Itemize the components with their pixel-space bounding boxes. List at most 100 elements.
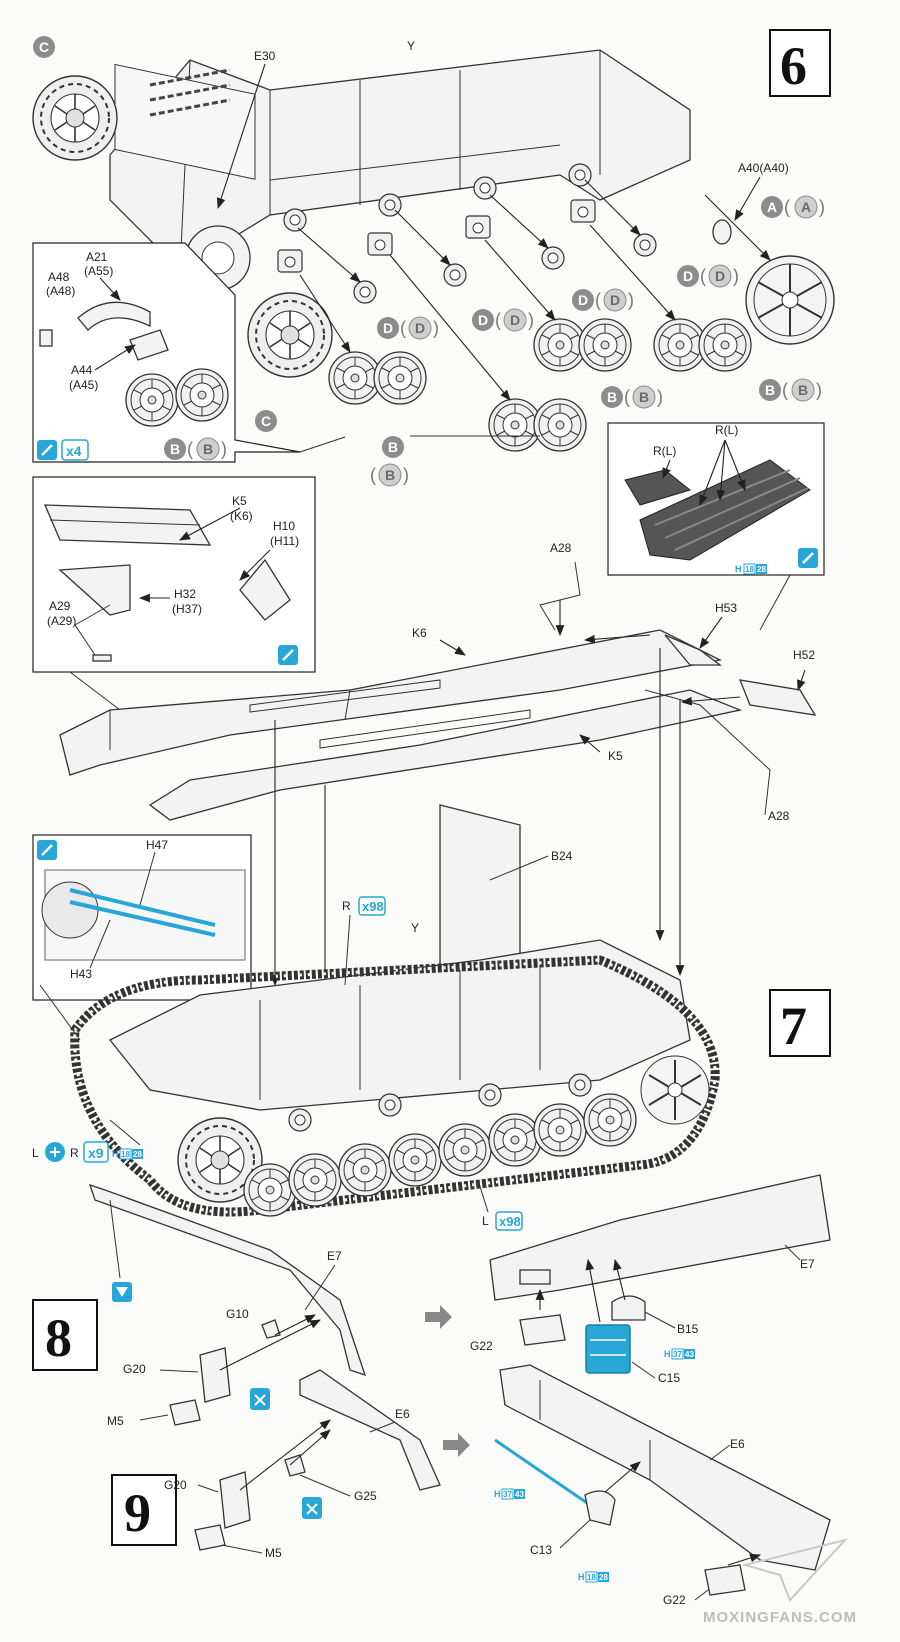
step-6-section: 6 E30 Y C C xyxy=(32,29,835,631)
result-arrow-icon xyxy=(443,1433,470,1457)
svg-text:37: 37 xyxy=(673,1350,682,1359)
svg-text:H47: H47 xyxy=(146,838,168,852)
svg-text:H: H xyxy=(578,1572,585,1582)
svg-text:B24: B24 xyxy=(551,849,573,863)
svg-text:37: 37 xyxy=(503,1490,512,1499)
step-number-box xyxy=(32,1299,98,1371)
svg-text:B: B xyxy=(170,441,180,457)
svg-text:(H11): (H11) xyxy=(270,534,299,548)
svg-text:): ) xyxy=(657,387,663,407)
svg-text:A44: A44 xyxy=(71,363,93,377)
svg-text:): ) xyxy=(433,318,439,338)
svg-text:G20: G20 xyxy=(164,1478,187,1492)
svg-text:M5: M5 xyxy=(107,1414,124,1428)
svg-text:): ) xyxy=(733,266,739,286)
result-arrow-icon xyxy=(425,1305,452,1329)
svg-text:B: B xyxy=(203,441,213,457)
svg-text:(: ( xyxy=(187,439,193,459)
svg-text:43: 43 xyxy=(515,1490,524,1499)
svg-text:H53: H53 xyxy=(715,601,737,615)
svg-text:D: D xyxy=(715,268,725,284)
svg-text:R(L): R(L) xyxy=(715,423,738,437)
svg-text:x98: x98 xyxy=(362,899,384,914)
svg-text:): ) xyxy=(403,465,409,485)
svg-text:C15: C15 xyxy=(658,1371,680,1385)
svg-text:B: B xyxy=(798,382,808,398)
svg-text:C13: C13 xyxy=(530,1543,552,1557)
step-number-9: 9 xyxy=(124,1483,151,1543)
svg-text:x98: x98 xyxy=(499,1214,521,1229)
svg-text:18: 18 xyxy=(745,565,754,574)
svg-text:B: B xyxy=(388,439,398,455)
svg-text:C: C xyxy=(39,39,49,55)
svg-text:B15: B15 xyxy=(677,1322,699,1336)
fender-detail-panel: K5 (K6) H10 (H11) H32 (H37) A29 (A29) xyxy=(32,476,316,673)
svg-text:(A55): (A55) xyxy=(84,264,113,278)
svg-text:C: C xyxy=(261,413,271,429)
tow-bar-detail-panel: H47 H43 xyxy=(32,834,252,1001)
watermark: MOXINGFANS.COM xyxy=(703,1538,857,1626)
badge-c-bottom xyxy=(255,410,277,432)
svg-text:E6: E6 xyxy=(730,1437,745,1451)
svg-text:E7: E7 xyxy=(327,1249,342,1263)
hull-lower xyxy=(109,49,691,271)
svg-text:D: D xyxy=(610,292,620,308)
svg-text:): ) xyxy=(628,290,634,310)
svg-text:L: L xyxy=(32,1146,39,1160)
svg-text:D: D xyxy=(578,292,588,308)
svg-text:H10: H10 xyxy=(273,519,295,533)
svg-text:): ) xyxy=(221,439,227,459)
svg-text:R(L): R(L) xyxy=(653,444,676,458)
svg-text:E6: E6 xyxy=(395,1407,410,1421)
svg-text:B: B xyxy=(385,467,395,483)
step-9-section: 9 E6 G20 G25 M5 E6 C13 H 37 43 H 18 xyxy=(111,1364,831,1607)
svg-text:H: H xyxy=(664,1349,671,1359)
fender-e6-right xyxy=(499,1364,831,1571)
svg-text:): ) xyxy=(819,197,825,217)
svg-text:A: A xyxy=(767,199,777,215)
svg-text:B: B xyxy=(639,389,649,405)
svg-text:M5: M5 xyxy=(265,1546,282,1560)
svg-text:B: B xyxy=(765,382,775,398)
svg-text:A29: A29 xyxy=(49,599,71,613)
b-badges: B ( B ) B ( B ) B ( B ) xyxy=(370,378,822,487)
label-y: Y xyxy=(407,39,415,53)
step-number-box xyxy=(769,29,831,97)
label-a40: A40(A40) xyxy=(738,161,789,175)
svg-text:L: L xyxy=(482,1214,489,1228)
badge-c-top xyxy=(33,36,55,58)
svg-text:Y: Y xyxy=(411,921,419,935)
svg-text:H43: H43 xyxy=(70,967,92,981)
svg-text:(: ( xyxy=(782,380,788,400)
svg-text:B: B xyxy=(607,389,617,405)
svg-text:A28: A28 xyxy=(550,541,572,555)
svg-text:D: D xyxy=(415,320,425,336)
svg-text:D: D xyxy=(478,312,488,328)
step-number-box xyxy=(769,989,831,1057)
svg-text:G10: G10 xyxy=(226,1307,249,1321)
step-number-6: 6 xyxy=(780,36,807,96)
hull-with-tracks xyxy=(70,939,720,1217)
step-number-7: 7 xyxy=(780,996,807,1056)
svg-text:28: 28 xyxy=(599,1573,608,1582)
svg-text:G22: G22 xyxy=(470,1339,493,1353)
svg-text:MOXINGFANS.COM: MOXINGFANS.COM xyxy=(703,1609,857,1626)
svg-text:H52: H52 xyxy=(793,648,815,662)
step-number-box xyxy=(111,1474,177,1546)
qty-badge xyxy=(61,439,89,461)
step-8-section: 8 E7 G10 G20 M5 E7 G22 B15 C15 xyxy=(32,1174,831,1428)
svg-text:A48: A48 xyxy=(48,270,70,284)
svg-text:18: 18 xyxy=(121,1150,130,1159)
fender-e6-left xyxy=(299,1369,441,1491)
svg-text:(H37): (H37) xyxy=(172,602,202,616)
step-7-section: 7 K5 (K6) H10 (H11) H32 (H37) A29 (A29) xyxy=(32,476,831,1231)
fenders xyxy=(59,629,743,821)
svg-text:H: H xyxy=(494,1489,501,1499)
svg-text:G22: G22 xyxy=(663,1593,686,1607)
svg-text:H: H xyxy=(735,564,742,574)
svg-text:(: ( xyxy=(624,387,630,407)
label-e30: E30 xyxy=(254,49,276,63)
idler-wheel xyxy=(745,255,835,345)
svg-text:K5: K5 xyxy=(608,749,623,763)
